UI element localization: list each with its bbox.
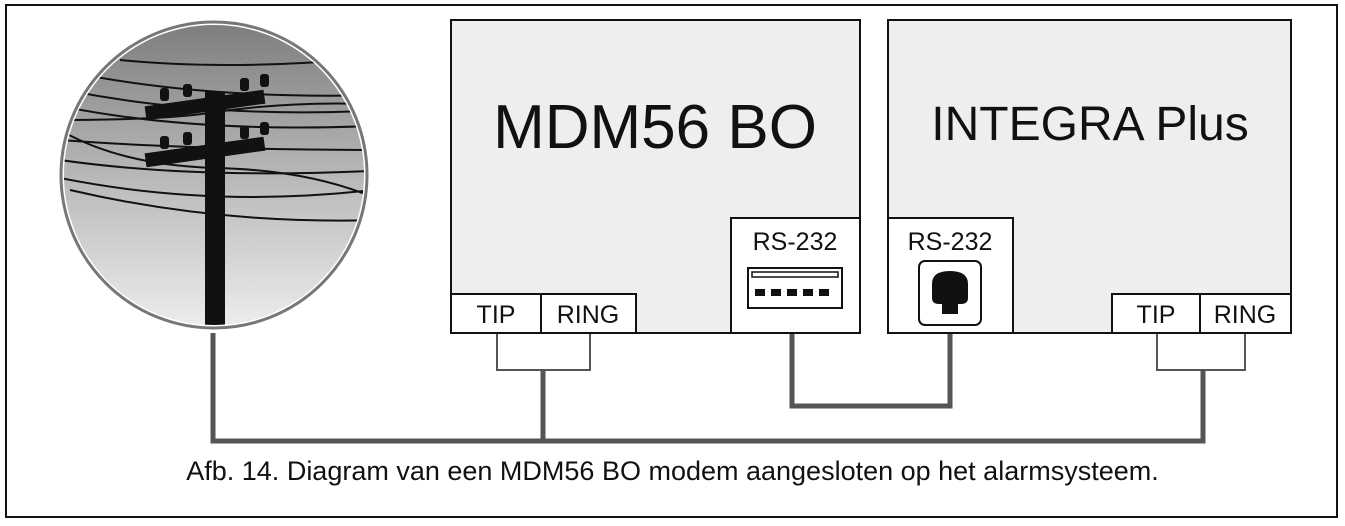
rs232-cable — [789, 333, 953, 409]
modem-ring-label: RING — [557, 301, 620, 329]
modem-rs232-label: RS-232 — [753, 228, 838, 256]
modem-device: MDM56 BO TIP RING RS-232 — [450, 19, 861, 334]
panel-tip-label: TIP — [1137, 301, 1176, 329]
rj-connector-icon — [918, 260, 982, 326]
telephone-pole-icon — [59, 20, 369, 330]
panel-ring-label: RING — [1214, 301, 1277, 329]
modem-ring-terminal — [540, 293, 637, 334]
wiring — [210, 333, 1206, 444]
panel-ring-terminal — [1199, 293, 1292, 334]
modem-tip-label: TIP — [477, 301, 516, 329]
terminal-brackets — [496, 333, 1246, 371]
phone-line-wire — [210, 333, 1206, 444]
modem-title: MDM56 BO — [493, 93, 817, 162]
figure-caption: Afb. 14. Diagram van een MDM56 BO modem … — [186, 456, 1159, 486]
panel-device: INTEGRA Plus RS-232 TIP RING — [887, 19, 1292, 334]
panel-rs232-label: RS-232 — [908, 228, 993, 256]
panel-title: INTEGRA Plus — [931, 98, 1248, 151]
modem-tip-terminal — [450, 293, 542, 334]
diagram-frame — [5, 4, 1338, 518]
db-connector-icon — [747, 267, 843, 309]
